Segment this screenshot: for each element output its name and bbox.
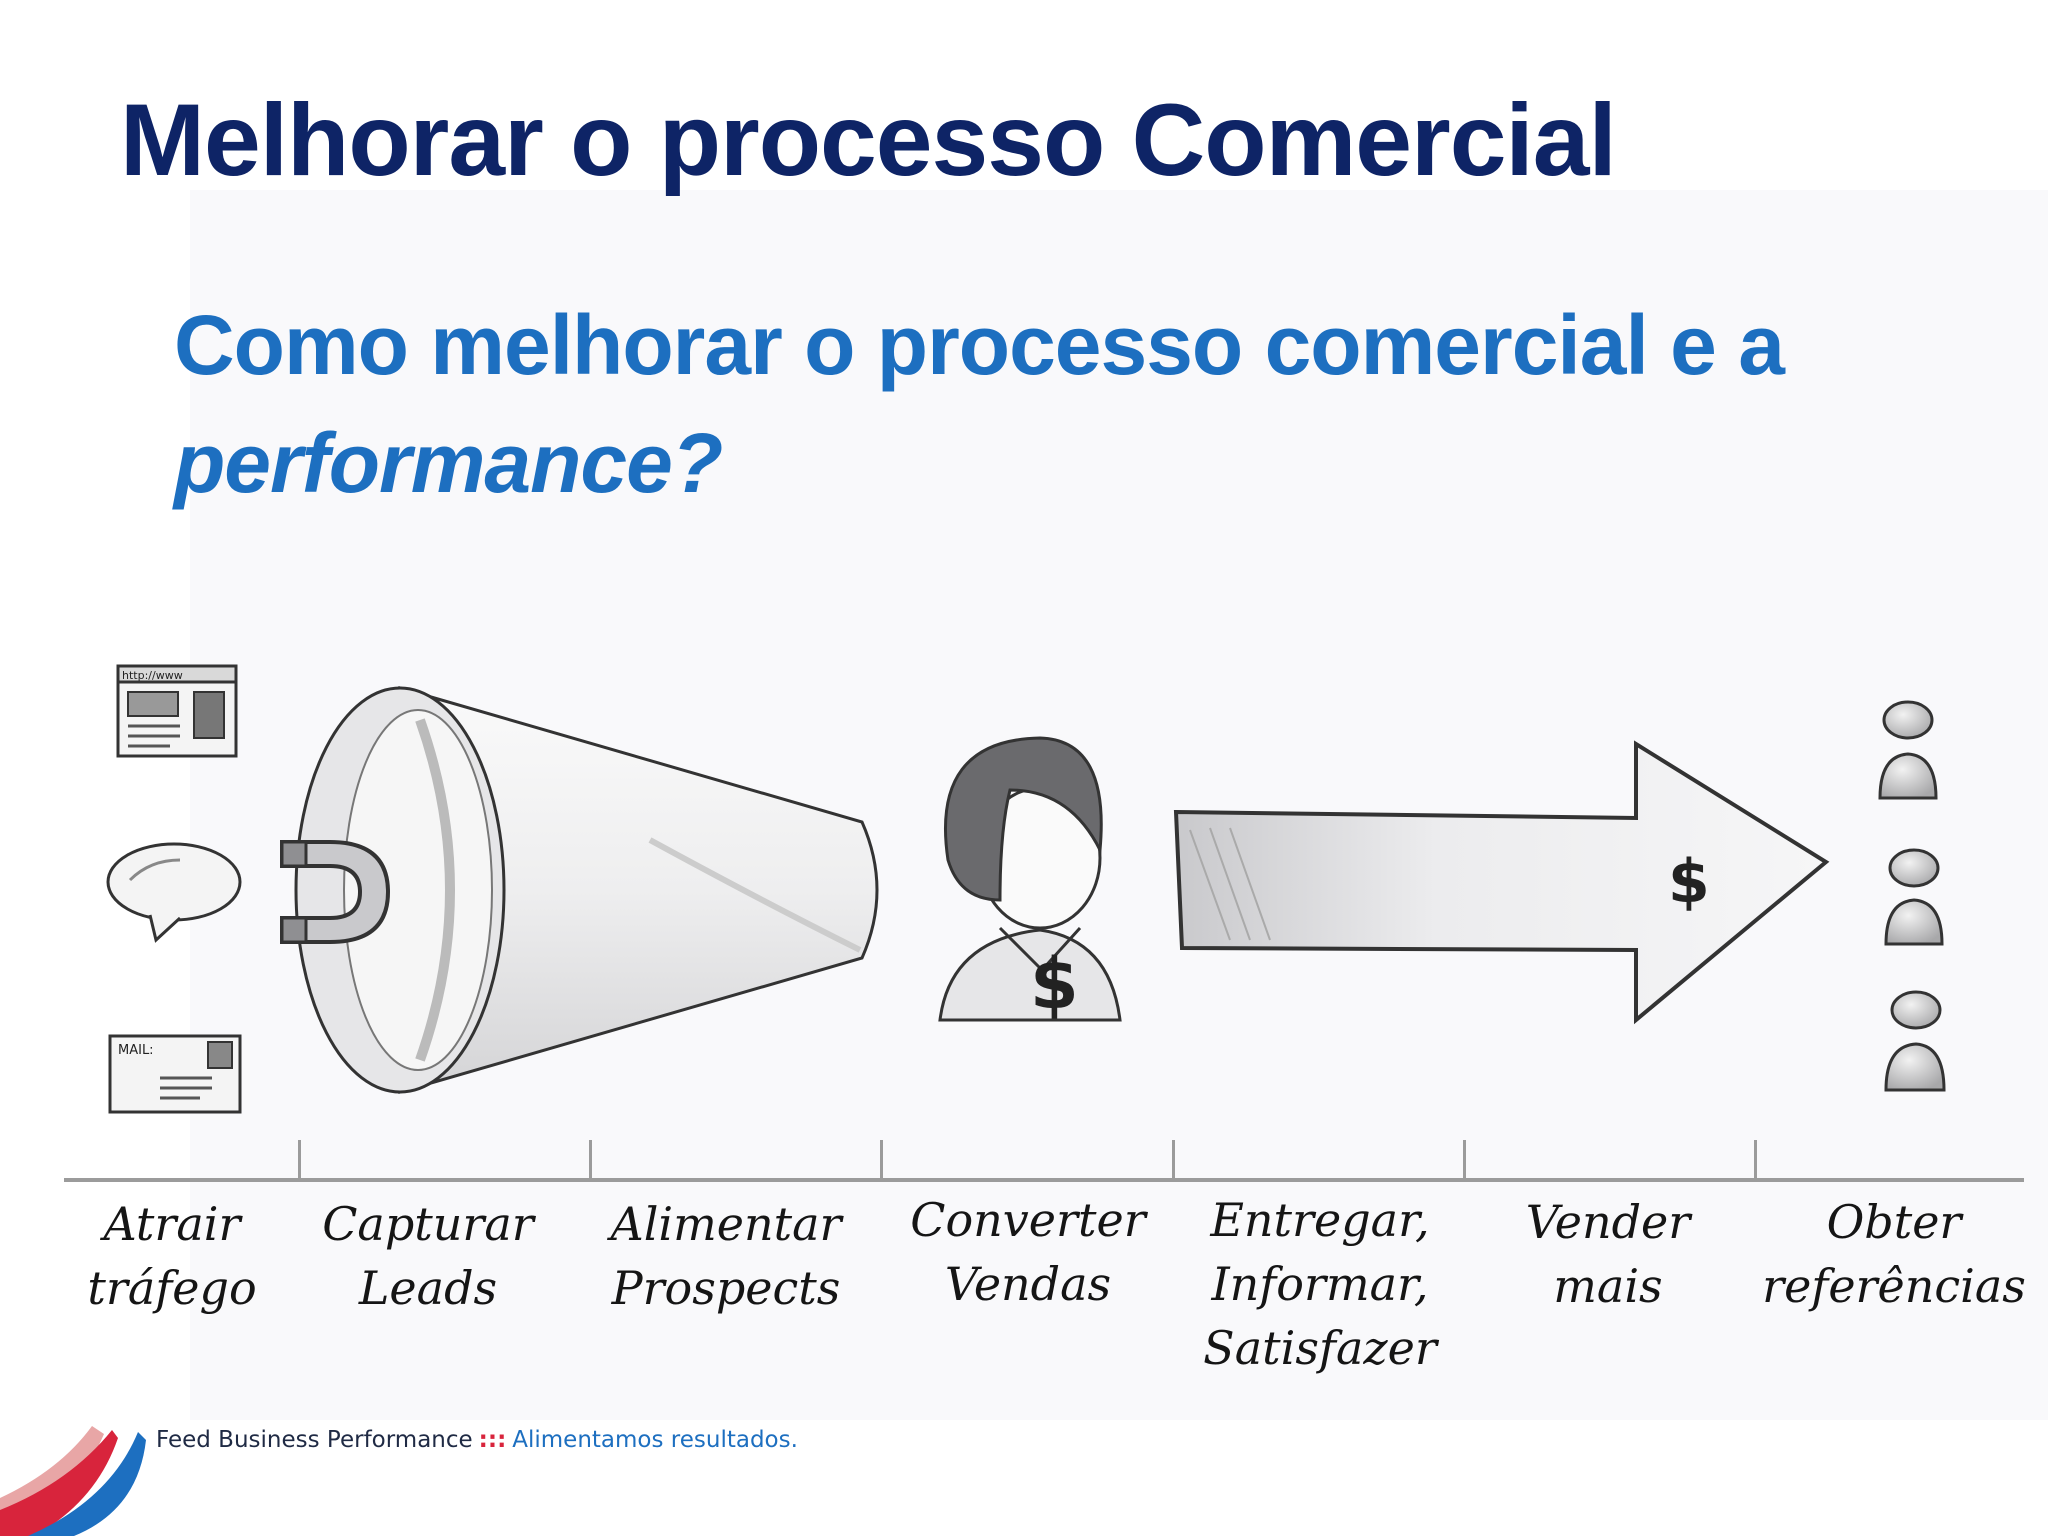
step-label-converter-vendas: Converter Vendas [910, 1193, 1146, 1311]
mail-envelope-icon: MAIL: [108, 1034, 242, 1114]
speech-bubble-icon [106, 842, 242, 943]
subtitle-line-2: performance? [174, 416, 723, 510]
slide-subtitle: Como melhorar o processo comercial e a p… [174, 286, 1785, 522]
timeline-tick [589, 1140, 592, 1180]
browser-url-text: http://www [122, 669, 183, 682]
subtitle-line-1: Como melhorar o processo comercial e a [174, 298, 1785, 392]
timeline-tick [1463, 1140, 1466, 1180]
browser-window-icon: http://www [116, 664, 238, 758]
step-label-capturar-leads: Capturar Leads [322, 1197, 534, 1315]
mail-label-text: MAIL: [118, 1043, 154, 1058]
step-label-obter-referencias: Obter referências [1762, 1195, 2026, 1313]
timeline-tick [1754, 1140, 1757, 1180]
process-timeline [64, 1178, 2024, 1182]
slide-title: Melhorar o processo Comercial [120, 83, 1617, 197]
salesperson-icon: $ [938, 736, 1122, 1025]
step-label-atrair-trafego: Atrair tráfego [87, 1197, 257, 1315]
arrow-dollar-sign: $ [1668, 847, 1710, 917]
growth-arrow-icon: $ [1173, 740, 1830, 1025]
sales-funnel-icon [294, 686, 879, 1094]
step-label-entregar-informar-satisfazer: Entregar, Informar, Satisfazer [1203, 1193, 1437, 1375]
brand-swoosh-logo [0, 1426, 146, 1536]
timeline-tick [1172, 1140, 1175, 1180]
timeline-tick [298, 1140, 301, 1180]
person-dollar-sign: $ [1030, 943, 1079, 1025]
referral-people-icon [1878, 700, 1946, 1092]
footer-company: Feed Business Performance [156, 1427, 473, 1453]
step-label-alimentar-prospects: Alimentar Prospects [610, 1197, 842, 1315]
timeline-tick [880, 1140, 883, 1180]
step-label-vender-mais: Vender mais [1525, 1195, 1691, 1313]
footer-tagline: Alimentamos resultados. [512, 1427, 798, 1453]
footer-brand-text: Feed Business Performance:::Alimentamos … [156, 1427, 798, 1453]
magnet-icon [280, 840, 391, 944]
sales-process-illustration: http://www MAIL: [106, 664, 1946, 1114]
footer-separator: ::: [478, 1427, 507, 1453]
